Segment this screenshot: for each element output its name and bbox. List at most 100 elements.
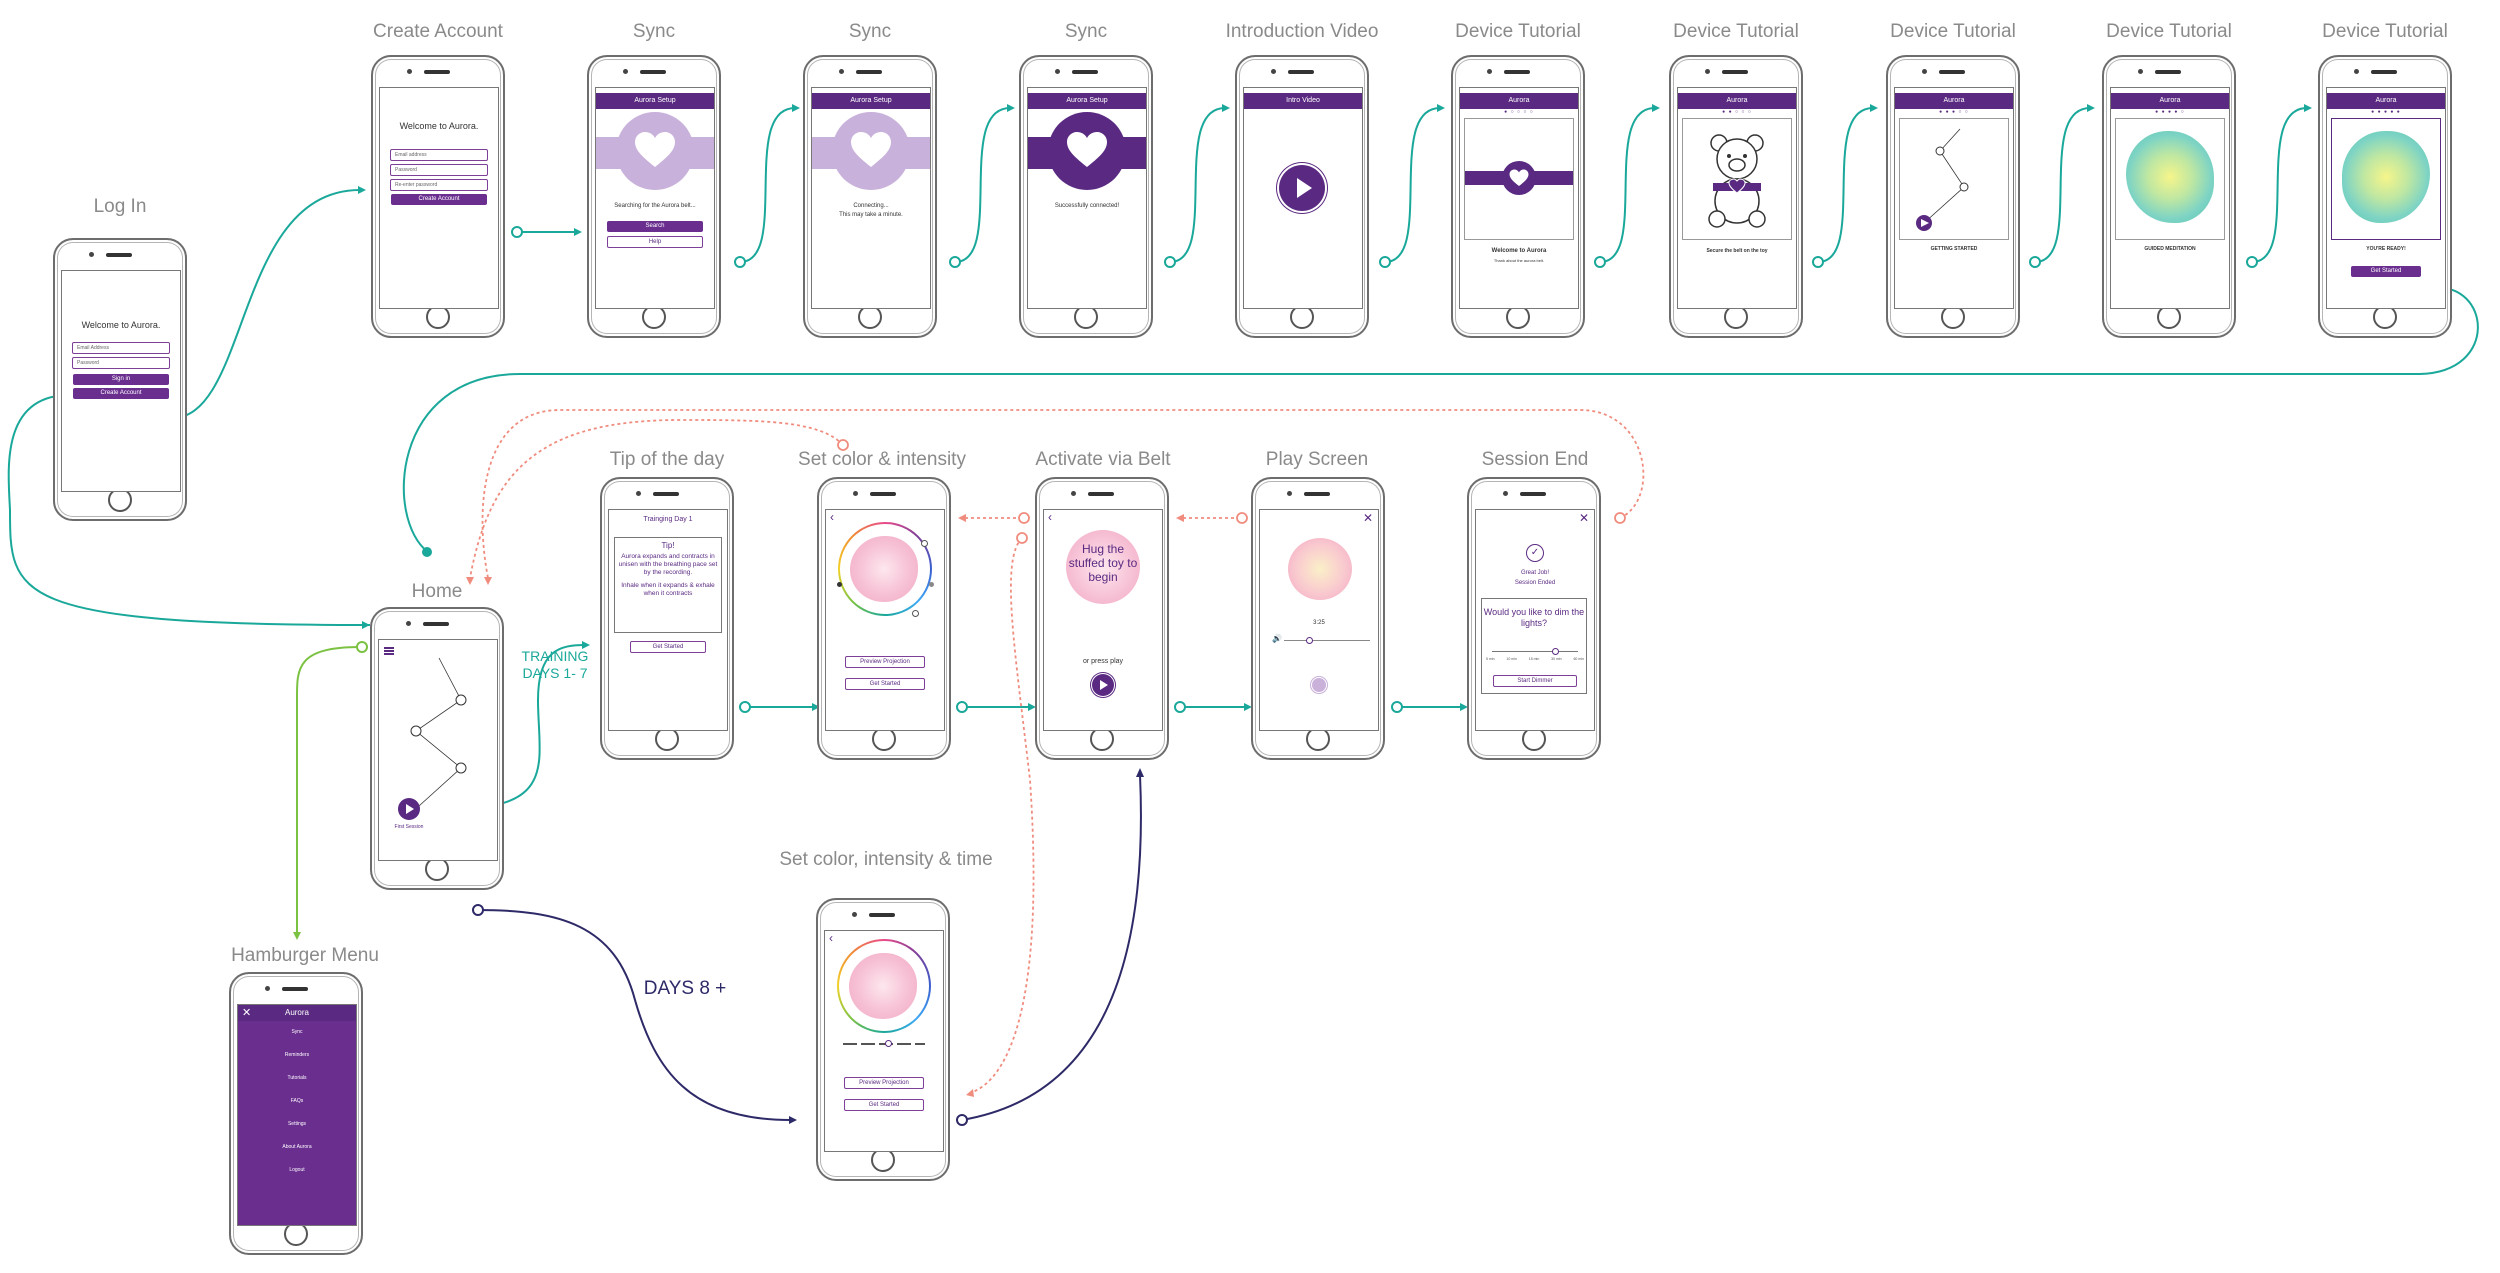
connector-tut1-to-tut2	[1599, 107, 1656, 263]
tutorial5-get-started-button[interactable]: Get Started	[2351, 266, 2421, 277]
create-account-title: Create Account	[373, 21, 503, 42]
connector-colortime-to-activate	[961, 774, 1142, 1121]
teddy-bear-icon	[1708, 134, 1766, 228]
first-session-play-button[interactable]	[398, 798, 420, 820]
set-color-preview-button[interactable]: Preview Projection	[845, 656, 925, 668]
connector-tut3-to-tut4	[2034, 107, 2091, 263]
dim-question: Would you like to dim the lights?	[1483, 607, 1585, 628]
phone-tutorial2: Aurora ● ● ○ ○ ○ Secure the belt on	[1669, 55, 1803, 338]
play-icon	[1297, 178, 1312, 198]
menu-item-sync[interactable]: Sync	[291, 1029, 303, 1035]
phone-set-color-time: ‹ Preview Projection Get Started	[816, 898, 950, 1181]
intensity-handle[interactable]	[912, 610, 919, 617]
menu-item-tutorials[interactable]: Tutorials	[287, 1075, 307, 1081]
tutorial2-header: Aurora	[1678, 93, 1796, 109]
login-create-account-button[interactable]: Create Account	[73, 388, 169, 399]
great-job-text: Great Job!	[1520, 570, 1549, 576]
sync2-header: Aurora Setup	[812, 93, 930, 109]
tutorial4-title: Device Tutorial	[2106, 21, 2232, 42]
login-title: Log In	[93, 196, 147, 217]
time-slider[interactable]	[843, 1043, 925, 1045]
create-repassword-field[interactable]: Re-enter password	[390, 179, 488, 191]
close-icon[interactable]: ✕	[1362, 511, 1373, 525]
hue-handle[interactable]	[921, 540, 928, 547]
first-session-label: First Session	[394, 824, 424, 830]
menu-item-faqs[interactable]: FAQs	[290, 1098, 304, 1104]
pause-button[interactable]	[1312, 678, 1326, 692]
page-dots: ● ● ○ ○ ○	[1722, 109, 1752, 115]
set-color-time-preview-button[interactable]: Preview Projection	[844, 1077, 924, 1089]
phone-set-color: ‹ Preview Projection Get Started	[817, 477, 951, 760]
session-path-map	[408, 657, 467, 816]
time-handle[interactable]	[885, 1040, 892, 1047]
tutorial1-body: Thank about the aurora belt.	[1493, 258, 1545, 263]
phone-sync3: Aurora Setup Successfully connected!	[1019, 55, 1153, 338]
phone-home: First Session	[370, 607, 504, 890]
phone-tutorial5: Aurora ● ● ● ● ● YOU'RE READY! Get Start…	[2318, 55, 2452, 338]
back-chevron-icon[interactable]: ‹	[829, 931, 833, 945]
login-sign-in-button[interactable]: Sign in	[73, 374, 169, 385]
connector-tut2-to-tut3	[1817, 107, 1874, 263]
login-welcome: Welcome to Aurora.	[81, 320, 161, 330]
video-play-button[interactable]	[1279, 165, 1325, 211]
activate-orb	[1066, 530, 1140, 604]
connector-video-to-tut1	[1384, 107, 1441, 263]
home-title: Home	[411, 581, 463, 602]
intro-video-title: Introduction Video	[1225, 21, 1379, 42]
menu-item-reminders[interactable]: Reminders	[284, 1052, 310, 1058]
connector-sync2-to-sync3	[954, 107, 1011, 263]
set-color-title: Set color & intensity	[798, 449, 966, 470]
create-welcome: Welcome to Aurora.	[399, 121, 479, 131]
hamburger-icon[interactable]	[384, 647, 394, 655]
tutorial4-heading: GUIDED MEDITATION	[2144, 246, 2196, 252]
play-title: Play Screen	[1265, 449, 1369, 470]
phone-create-account: Welcome to Aurora. Email address Passwor…	[371, 55, 505, 338]
set-color-time-start-button[interactable]: Get Started	[844, 1099, 924, 1111]
progress-handle[interactable]	[1306, 637, 1313, 644]
sync1-status: Searching for the Aurora belt...	[614, 203, 696, 209]
activate-play-button[interactable]	[1092, 674, 1114, 696]
hamburger-title: Hamburger Menu	[231, 945, 379, 966]
play-icon	[1100, 680, 1108, 690]
high-handle[interactable]	[929, 582, 934, 587]
phone-session-end: ✕ ✓ Great Job! Session Ended Would you l…	[1467, 477, 1601, 760]
tutorial2-heading: Secure the belt on the toy	[1706, 248, 1768, 254]
progress-slider[interactable]	[1284, 640, 1370, 641]
low-handle[interactable]	[837, 582, 842, 587]
sync1-search-button[interactable]: Search	[607, 221, 703, 232]
menu-item-settings[interactable]: Settings	[287, 1121, 307, 1127]
connector-tut4-to-tut5	[2251, 107, 2308, 263]
menu-item-about-aurora[interactable]: About Aurora	[282, 1144, 312, 1150]
login-password-field[interactable]: Password	[72, 357, 170, 369]
tip-get-started-button[interactable]: Get Started	[630, 641, 706, 653]
back-chevron-icon[interactable]: ‹	[1048, 510, 1052, 524]
create-email-field[interactable]: Email address	[390, 149, 488, 161]
sync1-help-button[interactable]: Help	[607, 236, 703, 248]
menu-item-logout[interactable]: Logout	[289, 1167, 305, 1173]
close-icon[interactable]: ✕	[242, 1007, 252, 1019]
connector-sync1-to-sync2	[739, 107, 796, 263]
projection-orb	[2126, 131, 2214, 223]
phone-login: Welcome to Aurora. Email Address Passwor…	[53, 238, 187, 521]
dimmer-slider[interactable]	[1492, 651, 1578, 652]
close-icon[interactable]: ✕	[1578, 511, 1589, 525]
dimmer-handle[interactable]	[1552, 648, 1559, 655]
set-color-start-button[interactable]: Get Started	[845, 678, 925, 690]
sync3-status: Successfully connected!	[1054, 203, 1120, 209]
tutorial5-header: Aurora	[2327, 93, 2445, 109]
start-dimmer-button[interactable]: Start Dimmer	[1493, 675, 1577, 687]
tutorial3-heading: GETTING STARTED	[1930, 246, 1978, 252]
connector-login-to-create	[171, 189, 361, 419]
days-8-plus-label: DAYS 8 +	[643, 978, 727, 999]
phone-tutorial1: Aurora ● ○ ○ ○ ○ Welcome to Aurora Thank…	[1451, 55, 1585, 338]
page-dots: ● ○ ○ ○ ○	[1504, 109, 1534, 115]
tip-body2: Inhale when it expands & exhale when it …	[621, 582, 715, 597]
create-password-field[interactable]: Password	[390, 164, 488, 176]
sync2-title: Sync	[848, 21, 892, 42]
login-email-field[interactable]: Email Address	[72, 342, 170, 354]
back-chevron-icon[interactable]: ‹	[830, 510, 834, 524]
dimmer-label: 15 min	[1528, 657, 1540, 661]
create-account-button[interactable]: Create Account	[391, 194, 487, 205]
tutorial5-heading: YOU'RE READY!	[2366, 246, 2406, 252]
